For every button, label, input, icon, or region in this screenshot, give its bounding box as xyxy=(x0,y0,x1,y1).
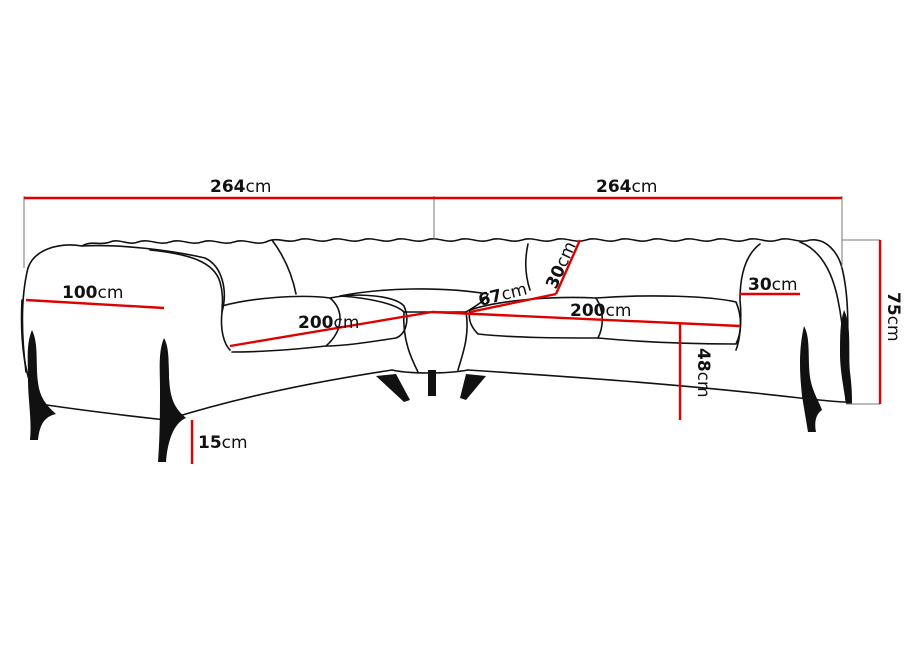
leg-right-front xyxy=(800,326,822,432)
label-backrest-depth: 30cm xyxy=(542,239,580,292)
dim-line-backrest-depth xyxy=(554,239,582,295)
corner-seat-cushion xyxy=(339,288,489,313)
leg-corner-middle xyxy=(428,370,436,396)
left-armrest-inner xyxy=(149,249,224,313)
left-back-divider xyxy=(271,239,297,295)
right-armrest xyxy=(735,243,849,371)
leg-corner-right xyxy=(460,374,486,400)
left-armrest xyxy=(21,244,231,373)
label-width-left: 264cm xyxy=(210,177,271,197)
label-depth: 100cm xyxy=(62,283,123,303)
extension-lines xyxy=(23,196,880,405)
left-base-line xyxy=(39,369,393,421)
label-seat-right: 200cm xyxy=(570,301,631,321)
label-armrest-width: 30cm xyxy=(748,275,798,295)
leg-corner-left xyxy=(376,374,410,402)
leg-left-front xyxy=(158,338,186,462)
label-width-right: 264cm xyxy=(596,177,657,197)
label-seat-left: 200cm xyxy=(298,313,359,333)
label-leg-height: 15cm xyxy=(198,433,248,453)
dim-line-seat-right xyxy=(431,310,741,328)
sofa-drawing xyxy=(20,238,852,462)
leg-right-back xyxy=(840,310,852,404)
left-seat-cushion-2 xyxy=(325,294,408,347)
dimension-lines xyxy=(24,196,882,464)
dim-line-depth xyxy=(25,298,165,310)
corner-seat-front xyxy=(402,311,468,373)
backrest-top-edge xyxy=(27,238,843,269)
label-seat-height: 48cm xyxy=(693,348,713,398)
dim-line-seat-left xyxy=(229,310,433,348)
label-height-total: 75cm xyxy=(883,292,903,342)
dim-line-corner-seat xyxy=(469,292,557,314)
right-back-divider xyxy=(525,243,531,291)
right-base-line xyxy=(467,369,847,403)
leg-left-back xyxy=(27,330,56,440)
left-seat-cushion-1 xyxy=(221,295,341,353)
